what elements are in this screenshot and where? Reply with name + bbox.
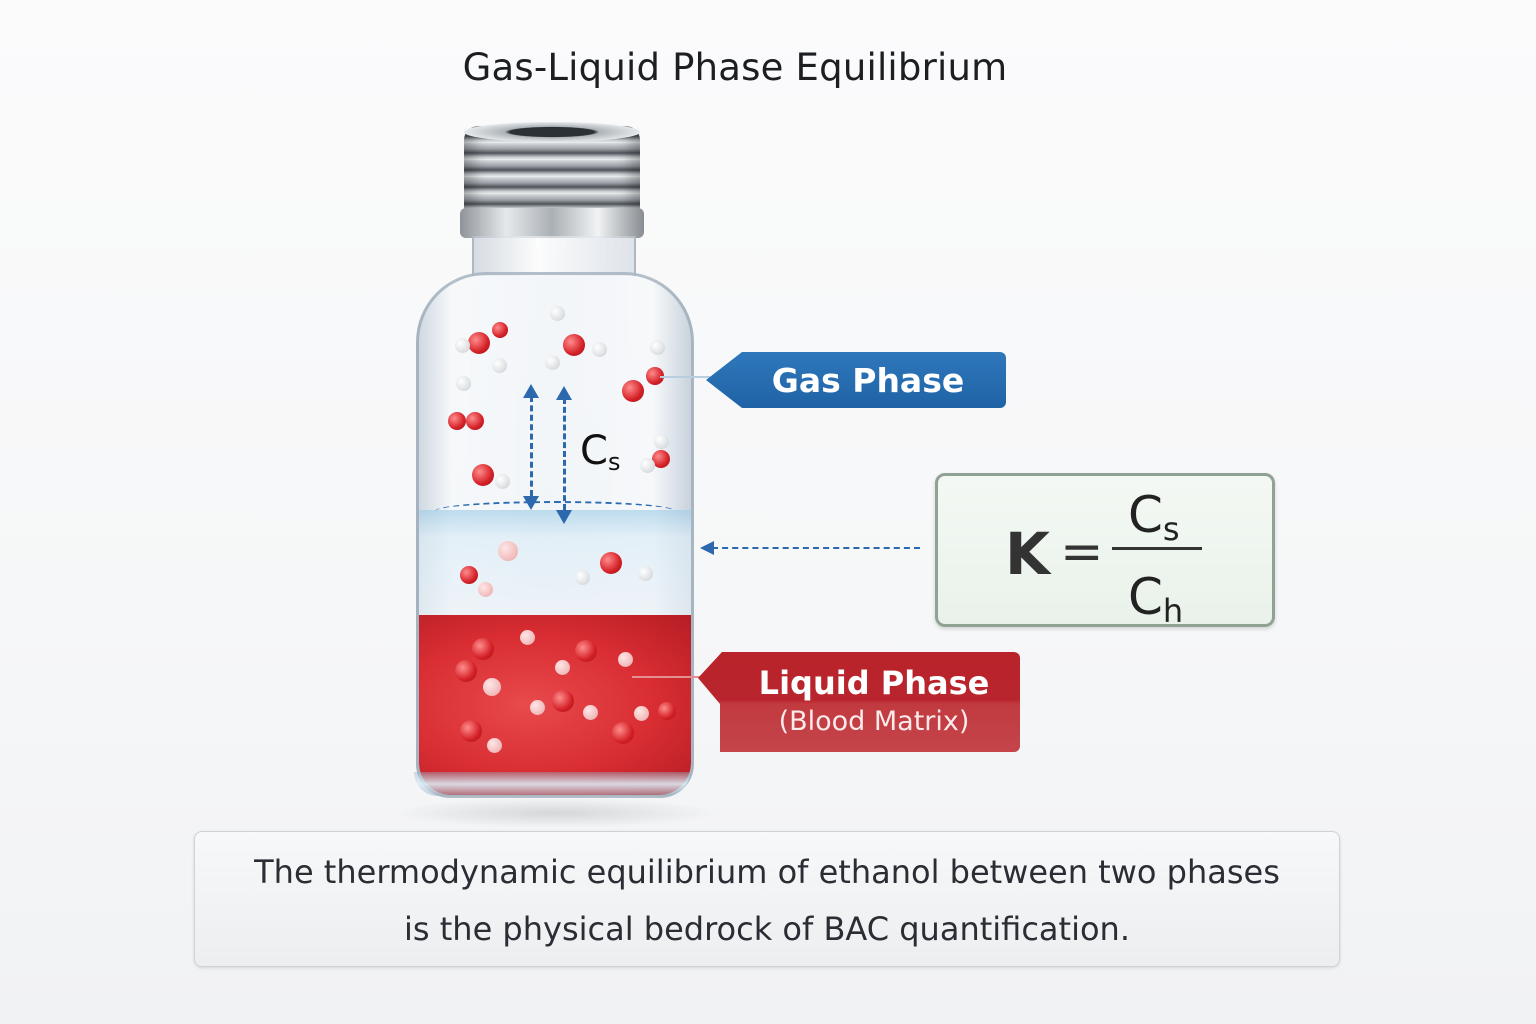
headspace-vial bbox=[390, 122, 720, 828]
formula-denominator: Ch bbox=[1128, 568, 1184, 630]
molecule-icon bbox=[550, 306, 565, 321]
molecule-icon bbox=[652, 450, 670, 468]
molecule-icon bbox=[448, 412, 466, 430]
molecule-icon bbox=[552, 690, 574, 712]
formula-fraction-bar bbox=[1112, 547, 1202, 550]
liquid-phase-title: Liquid Phase bbox=[758, 664, 990, 702]
molecule-icon bbox=[555, 660, 570, 675]
molecule-icon bbox=[592, 342, 607, 357]
arrow-left-icon bbox=[700, 541, 714, 555]
dashed-arrow-shaft bbox=[530, 396, 533, 496]
gas-label-connector bbox=[660, 376, 710, 378]
liquid-phase-subtitle: (Blood Matrix) bbox=[778, 706, 970, 737]
gas-concentration-label: Cs bbox=[580, 428, 621, 476]
caption-line-1: The thermodynamic equilibrium of ethanol… bbox=[254, 853, 1280, 891]
vial-neck bbox=[472, 236, 636, 276]
molecule-icon bbox=[658, 702, 676, 720]
molecule-icon bbox=[583, 705, 598, 720]
arrow-up-icon bbox=[523, 384, 539, 398]
molecule-icon bbox=[575, 570, 590, 585]
molecule-icon bbox=[530, 700, 545, 715]
molecule-icon bbox=[545, 355, 560, 370]
caption-box: The thermodynamic equilibrium of ethanol… bbox=[194, 831, 1340, 967]
molecule-icon bbox=[456, 376, 471, 391]
molecule-icon bbox=[460, 720, 482, 742]
dashed-arrow-shaft bbox=[563, 398, 566, 510]
arrow-down-icon bbox=[556, 510, 572, 524]
liquid-phase-label: Liquid Phase (Blood Matrix) bbox=[698, 652, 1020, 752]
molecule-icon bbox=[472, 638, 494, 660]
molecule-icon bbox=[492, 322, 508, 338]
phase-interface-line bbox=[435, 501, 675, 521]
interface-pointer-arrow bbox=[712, 547, 920, 549]
molecule-icon bbox=[468, 332, 490, 354]
caption-line-2: is the physical bedrock of BAC quantific… bbox=[404, 910, 1130, 948]
formula-numerator: Cs bbox=[1128, 486, 1180, 548]
molecule-icon bbox=[618, 652, 633, 667]
molecule-icon bbox=[472, 464, 494, 486]
liquid-label-connector bbox=[632, 676, 704, 678]
molecule-icon bbox=[638, 566, 653, 581]
molecule-icon bbox=[640, 458, 655, 473]
molecule-icon bbox=[654, 434, 669, 449]
molecule-icon bbox=[478, 582, 493, 597]
molecule-icon bbox=[622, 380, 644, 402]
aqueous-interface-layer bbox=[419, 510, 691, 620]
formula-equals: = bbox=[1060, 522, 1104, 582]
molecule-icon bbox=[483, 678, 501, 696]
molecule-icon bbox=[575, 640, 597, 662]
arrow-up-icon bbox=[556, 386, 572, 400]
arrow-down-icon bbox=[523, 496, 539, 510]
molecule-icon bbox=[495, 474, 510, 489]
molecule-icon bbox=[455, 660, 477, 682]
diagram-title: Gas-Liquid Phase Equilibrium bbox=[462, 46, 1008, 89]
vial-base bbox=[414, 772, 690, 796]
vial-cap-opening bbox=[464, 122, 640, 142]
molecule-icon bbox=[466, 412, 484, 430]
vial-shadow bbox=[390, 798, 720, 828]
formula-k: K bbox=[1005, 520, 1050, 588]
gas-phase-label: Gas Phase bbox=[706, 352, 1006, 408]
molecule-icon bbox=[646, 367, 664, 385]
molecule-icon bbox=[612, 722, 634, 744]
molecule-icon bbox=[520, 630, 535, 645]
partition-coefficient-formula-box bbox=[935, 473, 1275, 627]
molecule-icon bbox=[487, 738, 502, 753]
molecule-icon bbox=[455, 338, 470, 353]
molecule-icon bbox=[492, 358, 507, 373]
molecule-icon bbox=[460, 566, 478, 584]
vial-cap-band bbox=[460, 208, 644, 238]
molecule-icon bbox=[650, 340, 665, 355]
molecule-icon bbox=[563, 334, 585, 356]
molecule-icon bbox=[634, 706, 649, 721]
molecule-icon bbox=[498, 541, 518, 561]
molecule-icon bbox=[600, 552, 622, 574]
